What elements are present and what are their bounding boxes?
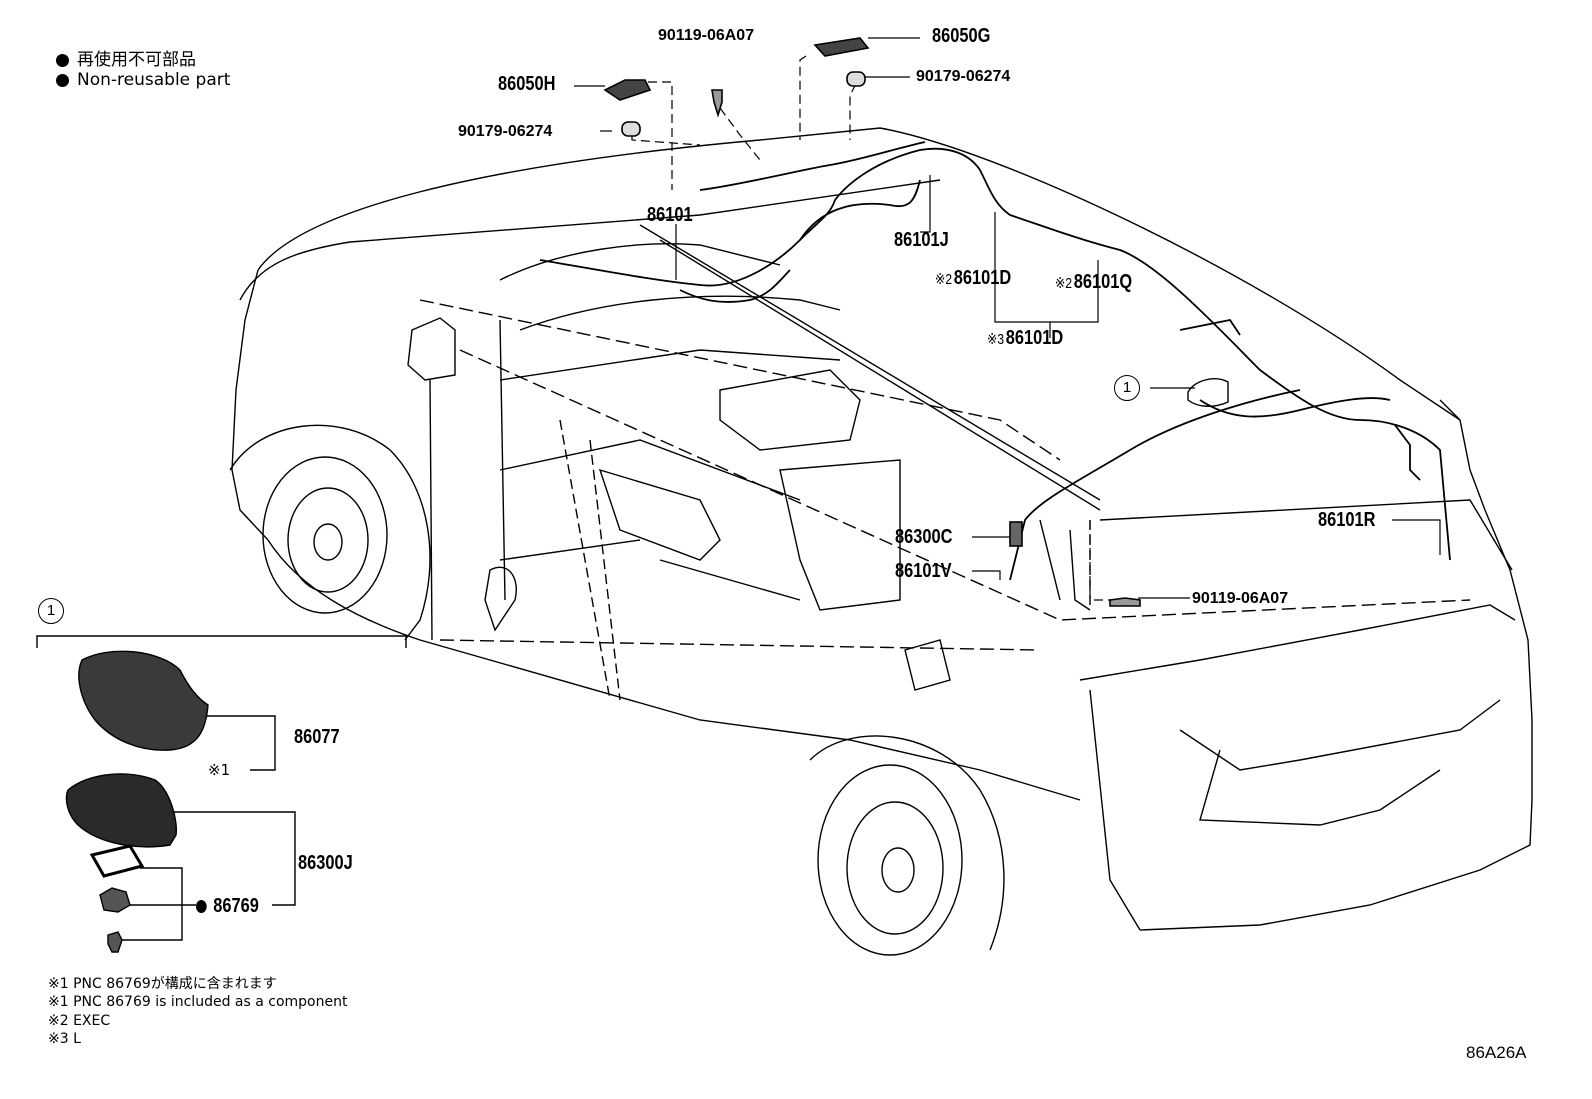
label-86101Q: ※286101Q [1055,271,1133,293]
label-86101J: 86101J [894,229,949,251]
note-mark-1: ※1 [208,761,231,779]
note-line-2: ※1 PNC 86769 is included as a component [48,994,348,1010]
callout-circle-roof: 1 [1114,375,1140,401]
label-90179-06274-right: 90179-06274 [916,68,1011,85]
note-mark-2: ※2 [1055,275,1073,292]
antenna-cover [78,650,209,751]
bullet-icon [56,53,69,67]
label-90179-06274-left: 90179-06274 [458,123,553,140]
non-reusable-bullet-icon [196,900,207,914]
label-86101V: 86101V [895,560,952,582]
label-90119-06A07-top: 90119-06A07 [658,27,755,44]
front-wheel [229,424,431,641]
antenna-base [65,773,177,848]
diagram-code: 86A26A [1466,1043,1527,1062]
wire-harness [539,141,1451,581]
antenna-screw [107,931,123,953]
label-leaders [574,37,1441,599]
note-mark-2: ※2 [935,271,953,288]
note-mark-3: ※3 [987,331,1005,348]
label-86050G: 86050G [932,25,991,47]
legend-item-en: Non-reusable part [56,70,230,90]
label-86101: 86101 [647,204,693,226]
label-86050H: 86050H [498,73,556,95]
label-86300C: 86300C [895,526,953,548]
small-parts [603,37,1141,607]
antenna-pad [89,844,145,878]
label-86101D-l: ※386101D [987,327,1064,349]
rear-wheel [809,735,1005,956]
label-86769: 86769 [196,896,259,916]
label-90119-06A07-rear: 90119-06A07 [1192,590,1289,607]
bullet-icon [56,73,69,87]
roof-antenna [1187,378,1229,407]
legend-item-jp: 再使用不可部品 [56,45,196,70]
callout-circle-inset: 1 [38,598,64,624]
note-line-1: ※1 PNC 86769が構成に含まれます [48,976,277,992]
label-86101R: 86101R [1318,509,1376,531]
vehicle-body-outline [231,127,1533,931]
note-line-4: ※3 L [48,1031,81,1047]
label-86077: 86077 [294,726,340,748]
antenna-nut [99,887,131,913]
label-86101D-exec: ※286101D [935,267,1012,289]
component-inset-bracket [36,635,407,941]
label-86300J: 86300J [298,852,353,874]
note-line-3: ※2 EXEC [48,1013,111,1029]
